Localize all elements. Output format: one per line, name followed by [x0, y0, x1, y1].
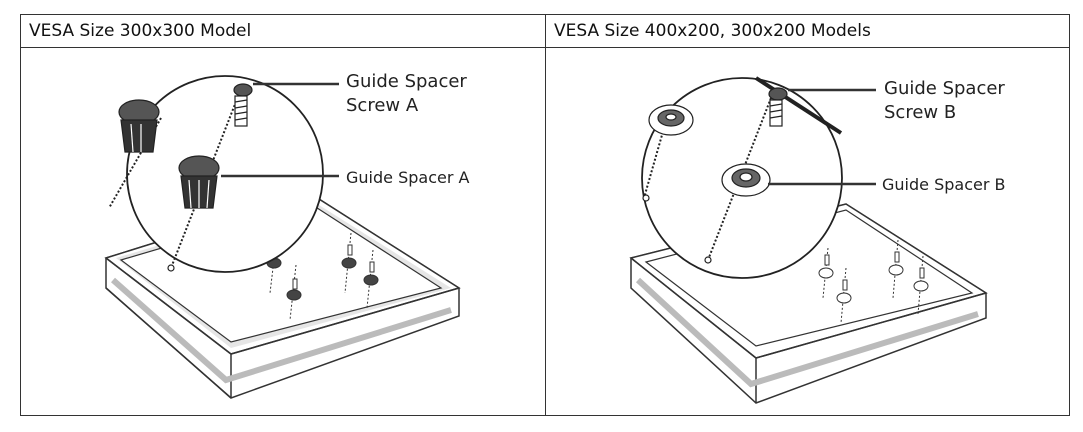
tv-illustration-a [104, 75, 461, 399]
tv-illustration-b [629, 76, 988, 404]
label-spacer-a: Guide Spacer A [346, 168, 470, 187]
label-spacer-b: Guide Spacer B [882, 175, 1006, 194]
magnifier-circle-b [641, 76, 843, 279]
vesa-table: VESA Size 300x300 Model VESA Size 400x20… [20, 14, 1070, 416]
column-divider [545, 15, 546, 415]
label-screw-a-line1: Guide Spacer [346, 71, 467, 92]
mount-screws [818, 239, 929, 324]
label-screw-b-line1: Guide Spacer [884, 78, 1005, 99]
header-vesa-300x300: VESA Size 300x300 Model [21, 15, 546, 48]
header-vesa-400x200: VESA Size 400x200, 300x200 Models [546, 15, 1069, 48]
panel-400x200: Guide Spacer Screw B Guide Spacer B [546, 48, 1069, 415]
guide-spacer-screw-b [768, 87, 788, 127]
guide-spacer-b [721, 163, 771, 197]
label-screw-b-line2: Screw B [884, 102, 957, 123]
magnifier-circle-a [108, 75, 324, 273]
spacer-partial [648, 104, 694, 136]
label-screw-a-line2: Screw A [346, 95, 419, 116]
guide-spacer-a [178, 155, 220, 209]
guide-spacer-screw-a [233, 83, 253, 127]
panel-300x300: Guide Spacer Screw A Guide Spacer A [21, 48, 545, 415]
spacer-partial [118, 99, 160, 153]
